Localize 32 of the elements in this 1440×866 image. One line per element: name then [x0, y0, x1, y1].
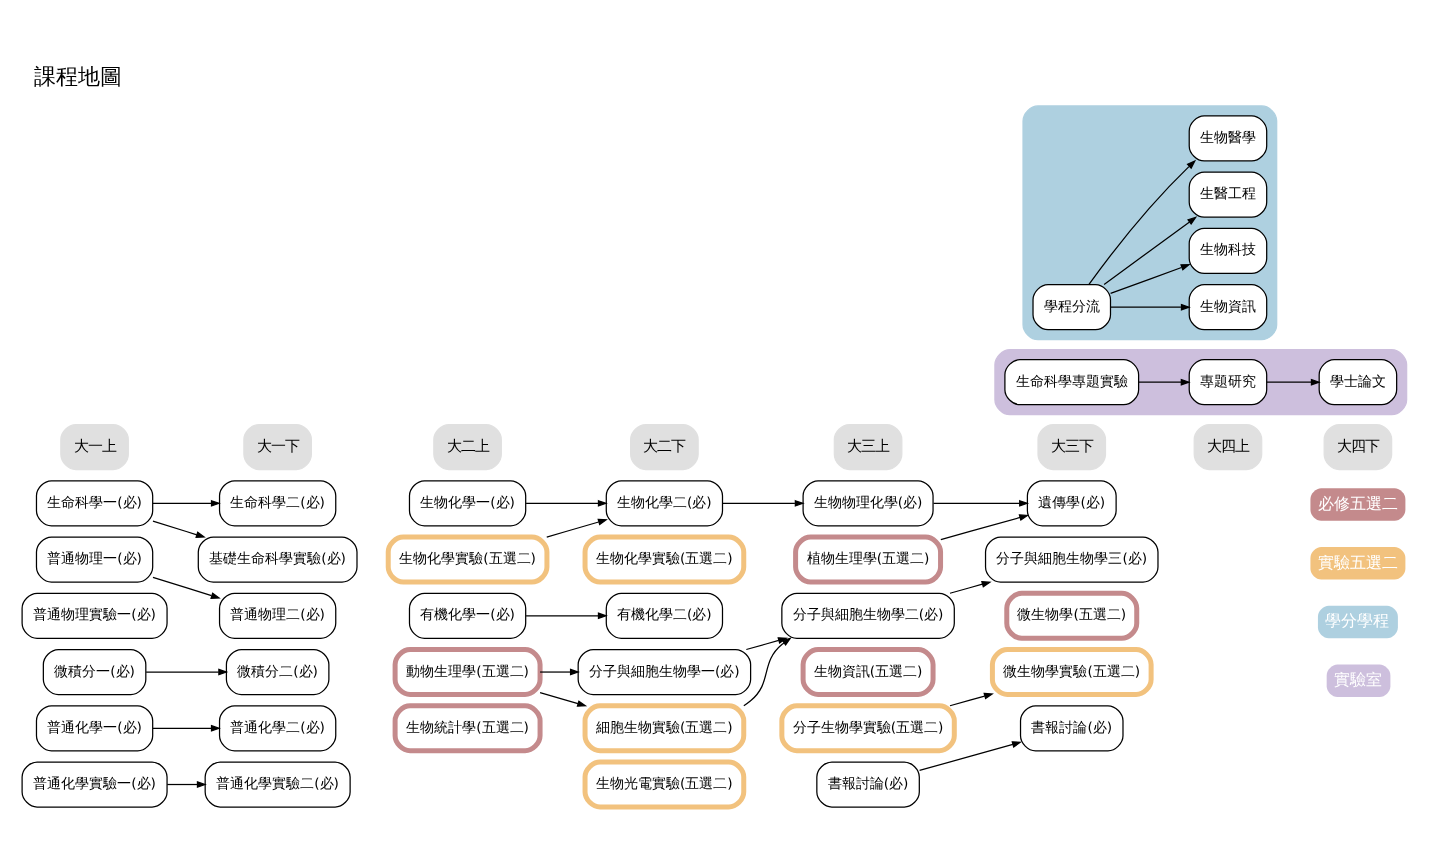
arrow: [932, 498, 1030, 506]
arrow: [722, 498, 805, 506]
arrow: [152, 723, 221, 731]
arrow: [1110, 302, 1191, 310]
arrow: [152, 498, 221, 506]
arrow: [743, 636, 792, 706]
arrow: [1103, 215, 1198, 285]
arrow: [525, 498, 608, 506]
arrow: [1266, 377, 1321, 385]
arrow: [949, 691, 994, 706]
arrow: [918, 740, 1022, 771]
arrow: [1138, 377, 1191, 385]
arrow: [940, 513, 1030, 540]
arrow: [152, 575, 221, 598]
arrow: [166, 780, 207, 787]
legend-label: 實驗五選二: [1317, 550, 1398, 571]
arrow: [1110, 263, 1191, 294]
arrow: [539, 691, 588, 706]
legend-label: 必修五選二: [1317, 491, 1398, 512]
cluster: [994, 348, 1408, 415]
arrow: [1088, 158, 1197, 285]
arrow: [745, 636, 788, 650]
arrow: [525, 611, 608, 619]
arrow: [152, 519, 206, 537]
cluster: [1022, 104, 1278, 340]
legend-label: 學分學程: [1325, 609, 1390, 630]
diagram-title: 課程地圖: [33, 62, 122, 89]
arrow: [546, 517, 608, 537]
arrow: [949, 579, 992, 593]
arrow: [539, 667, 580, 675]
arrow: [145, 667, 229, 675]
legend-label: 實驗室: [1334, 668, 1383, 689]
